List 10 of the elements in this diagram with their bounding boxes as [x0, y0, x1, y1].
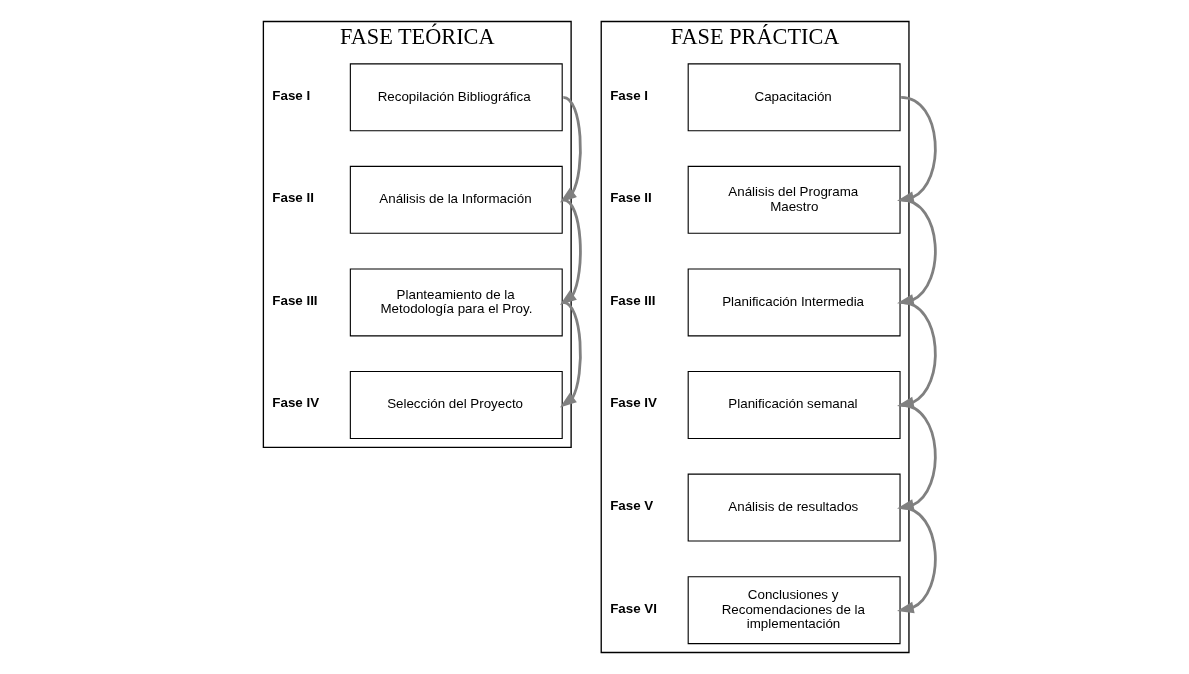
node-label: Fase IV: [271, 395, 319, 411]
node-label: Fase III: [271, 292, 318, 308]
node-label: Fase I: [609, 87, 648, 103]
node-label: Fase II: [609, 190, 652, 206]
node-label: Fase I: [271, 87, 310, 103]
node-label: Fase IV: [609, 395, 657, 411]
node-label: Fase III: [609, 292, 655, 308]
node-label: Fase V: [609, 497, 653, 513]
node-label: Fase VI: [609, 600, 657, 616]
node-label: Fase II: [271, 190, 314, 206]
